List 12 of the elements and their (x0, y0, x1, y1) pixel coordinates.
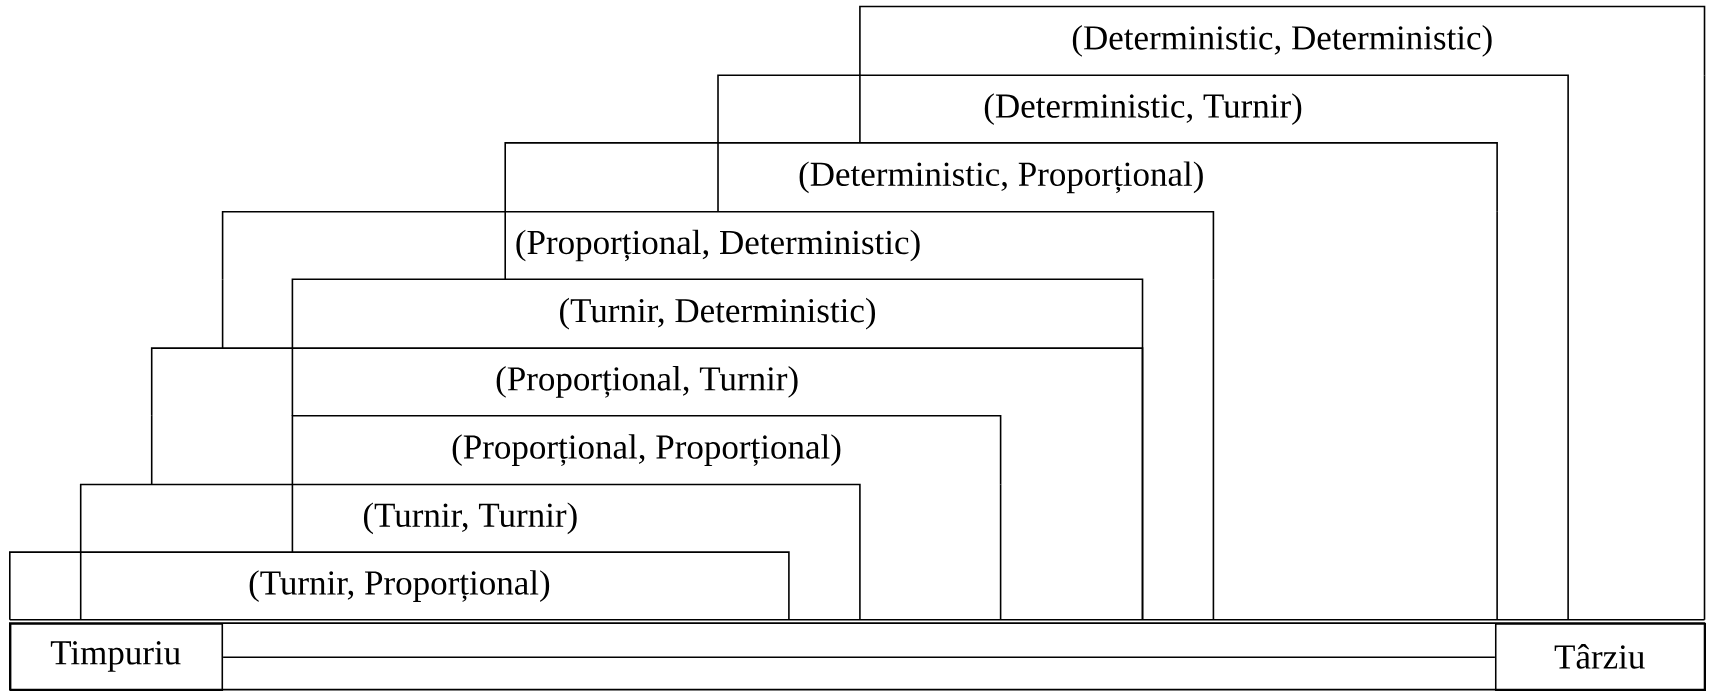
stage-box: (Deterministic, Turnir) (717, 74, 1569, 144)
stage-box: (Deterministic, Proporțional) (504, 142, 1498, 213)
stage-box: (Turnir, Deterministic) (291, 278, 1144, 349)
timeline-line (222, 656, 1496, 658)
stage-box: (Deterministic, Deterministic) (859, 5, 1706, 77)
stage-box: (Proporțional, Deterministic) (221, 210, 1215, 281)
stage-box: (Proporțional, Proporțional) (291, 414, 1002, 486)
stage-box: (Turnir, Proporțional) (9, 551, 790, 621)
stage-box: (Turnir, Turnir) (79, 483, 861, 553)
time-label-box: Timpuriu (9, 623, 224, 691)
time-label-box: Târziu (1494, 623, 1706, 691)
stage-box: (Proporțional, Turnir) (150, 347, 1144, 417)
